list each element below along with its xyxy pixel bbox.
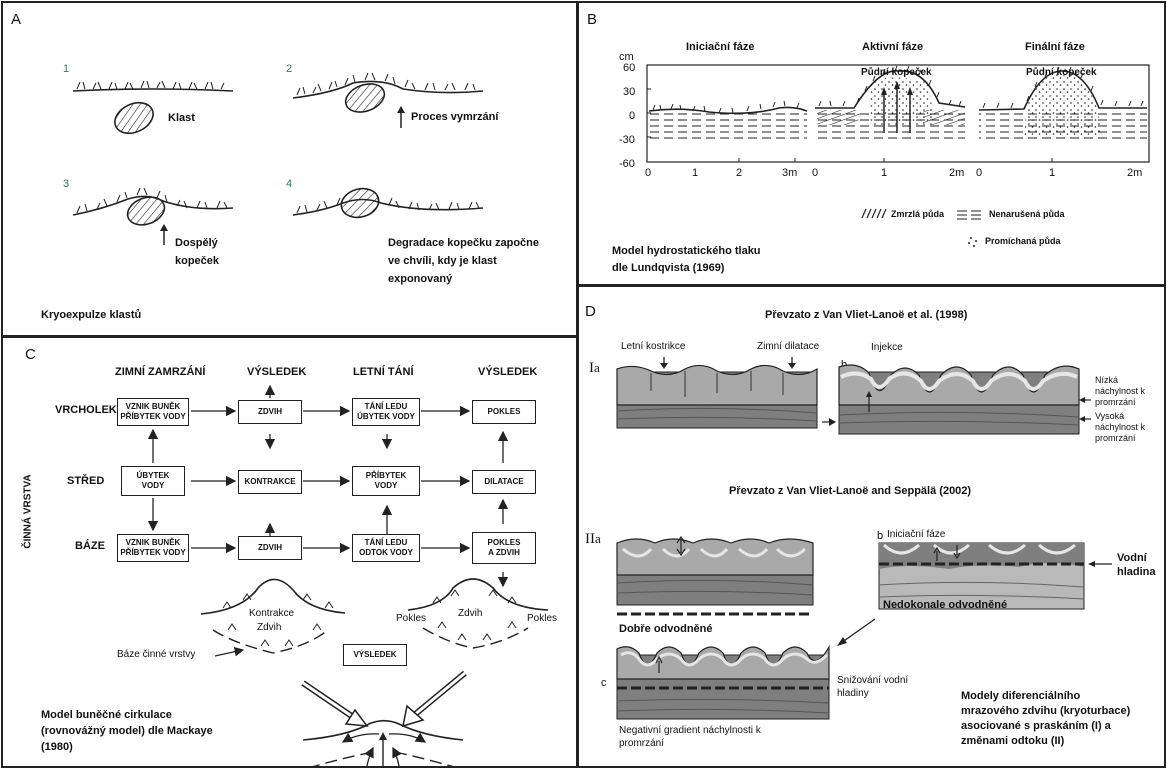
label-dobre-odvodnene: Dobře odvodněné: [619, 623, 713, 635]
phase-active: Aktivní fáze: [862, 41, 924, 53]
label-IIb: b: [877, 530, 884, 542]
flow-arrows: [147, 384, 549, 766]
clast-diagrams: [72, 72, 484, 245]
phase-final: Finální fáze: [1025, 41, 1085, 53]
legend-mixed: Promíchaná půda: [985, 236, 1061, 246]
label-II: IIa: [585, 531, 601, 547]
legend-undisturbed: Nenarušená půda: [989, 209, 1065, 219]
header-summer-thaw: LETNÍ TÁNÍ: [353, 366, 414, 378]
box-heave-base: ZDVIH: [238, 536, 302, 560]
panel-d-letter: D: [585, 303, 596, 320]
panel-d: D Převzato z Van Vliet-Lanoë et al. (199…: [577, 285, 1166, 768]
box-dilatation-mid: DILATACE: [472, 470, 536, 494]
label-zdvih-left: Zdvih: [257, 622, 282, 633]
step-3-number: 3: [63, 178, 70, 190]
label-pokles-left: Pokles: [396, 613, 427, 624]
x1-tick-1: 1: [692, 167, 699, 179]
x3-tick-2: 2m: [1127, 167, 1143, 179]
box-contraction-mid: KONTRAKCE: [238, 470, 302, 494]
panel-b-letter: B: [587, 11, 598, 28]
phase-initial: Iniciační fáze: [686, 41, 755, 53]
label-dospely-line2: kopeček: [175, 255, 220, 267]
panel-b-caption-line2: dle Lundqvista (1969): [612, 262, 725, 274]
row-base: BÁZE: [75, 540, 105, 552]
x3-tick-1: 1: [1049, 167, 1056, 179]
mound-label-final: Půdní kopeček: [1026, 67, 1097, 78]
label-degradace-line2: ve chvíli, kdy je klast: [388, 255, 497, 267]
label-pokles-right: Pokles: [527, 613, 558, 624]
x1-tick-2: 2: [736, 167, 743, 179]
legend-frozen: Zmrzlá půda: [891, 209, 945, 219]
x1-tick-3: 3m: [782, 167, 798, 179]
mound-label-active: Půdní kopeček: [861, 67, 932, 78]
y-tick-60: 60: [623, 62, 636, 74]
y-tick-0: 0: [629, 110, 636, 122]
label-injekce: Injekce: [871, 342, 903, 353]
x2-tick-0: 0: [812, 167, 819, 179]
label-dospely-line1: Dospělý: [175, 237, 218, 249]
step-4-number: 4: [286, 178, 293, 190]
box-result: VÝSLEDEK: [343, 644, 407, 666]
header-result-2: VÝSLEDEK: [478, 366, 538, 378]
header-result-1: VÝSLEDEK: [247, 366, 307, 378]
label-nedokonale-odvodnene: Nedokonale odvodněné: [883, 599, 1008, 611]
x3-tick-0: 0: [976, 167, 983, 179]
panel-b-caption-line1: Model hydrostatického tlaku: [612, 245, 761, 257]
label-baze-cinne-vrstvy: Báze činné vrstvy: [117, 649, 196, 660]
cryoturbation-sketches: [616, 357, 1112, 720]
panel-a: A 1 2 3 4 Klast Proces vymrzání Dospělý …: [1, 1, 578, 337]
x2-tick-2: 2m: [949, 167, 965, 179]
box-heave-top: ZDVIH: [238, 400, 302, 424]
label-I: Ia: [589, 360, 600, 376]
label-klast: Klast: [168, 112, 195, 124]
label-letni-kostrikce: Letní kostrikce: [621, 341, 686, 352]
row-middle: STŘED: [67, 475, 105, 487]
panel-a-letter: A: [11, 11, 22, 28]
label-degradace-line3: exponovaný: [388, 273, 453, 285]
panel-d-title-2002: Převzato z Van Vliet-Lanoë and Seppälä (…: [729, 485, 972, 497]
x2-tick-1: 1: [881, 167, 888, 179]
panel-b: B Iniciační fáze Aktivní fáze Finální fá…: [577, 1, 1166, 286]
header-winter-freezing: ZIMNÍ ZAMRZÁNÍ: [115, 366, 206, 378]
step-2-number: 2: [286, 63, 293, 75]
panel-c-letter: C: [25, 346, 36, 363]
panel-c: C ZIMNÍ ZAMRZÁNÍ VÝSLEDEK LETNÍ TÁNÍ VÝS…: [1, 336, 578, 768]
soil-profiles: [646, 64, 1150, 247]
panel-a-caption: Kryoexpulze klastů: [41, 309, 142, 321]
y-tick-minus60: -60: [619, 158, 635, 170]
y-unit: cm: [619, 51, 634, 63]
panel-c-caption-line1: Model buněčné cirkulace: [41, 709, 172, 721]
box-subsidence-top: POKLES: [472, 400, 536, 424]
step-1-number: 1: [63, 63, 70, 75]
label-iniciacni-faze: Iniciační fáze: [887, 529, 946, 540]
label-proces-vymrzani: Proces vymrzání: [411, 111, 499, 123]
label-kontrakce: Kontrakce: [249, 608, 295, 619]
label-Ib: b: [841, 359, 848, 371]
panel-d-title-1998: Převzato z Van Vliet-Lanoë et al. (1998): [765, 309, 968, 321]
y-tick-30: 30: [623, 86, 636, 98]
label-zdvih-right: Zdvih: [458, 608, 483, 619]
x1-tick-0: 0: [645, 167, 652, 179]
label-zimni-dilatace: Zimní dilatace: [757, 341, 820, 352]
label-degradace-line1: Degradace kopečku započne: [388, 237, 540, 249]
panel-c-caption-line3: (1980): [41, 741, 73, 753]
label-IIc: c: [601, 677, 607, 689]
row-top: VRCHOLEK: [55, 404, 117, 416]
y-tick-minus30: -30: [619, 134, 635, 146]
panel-c-caption-line2: (rovnovážný model) dle Mackaye: [41, 725, 213, 737]
